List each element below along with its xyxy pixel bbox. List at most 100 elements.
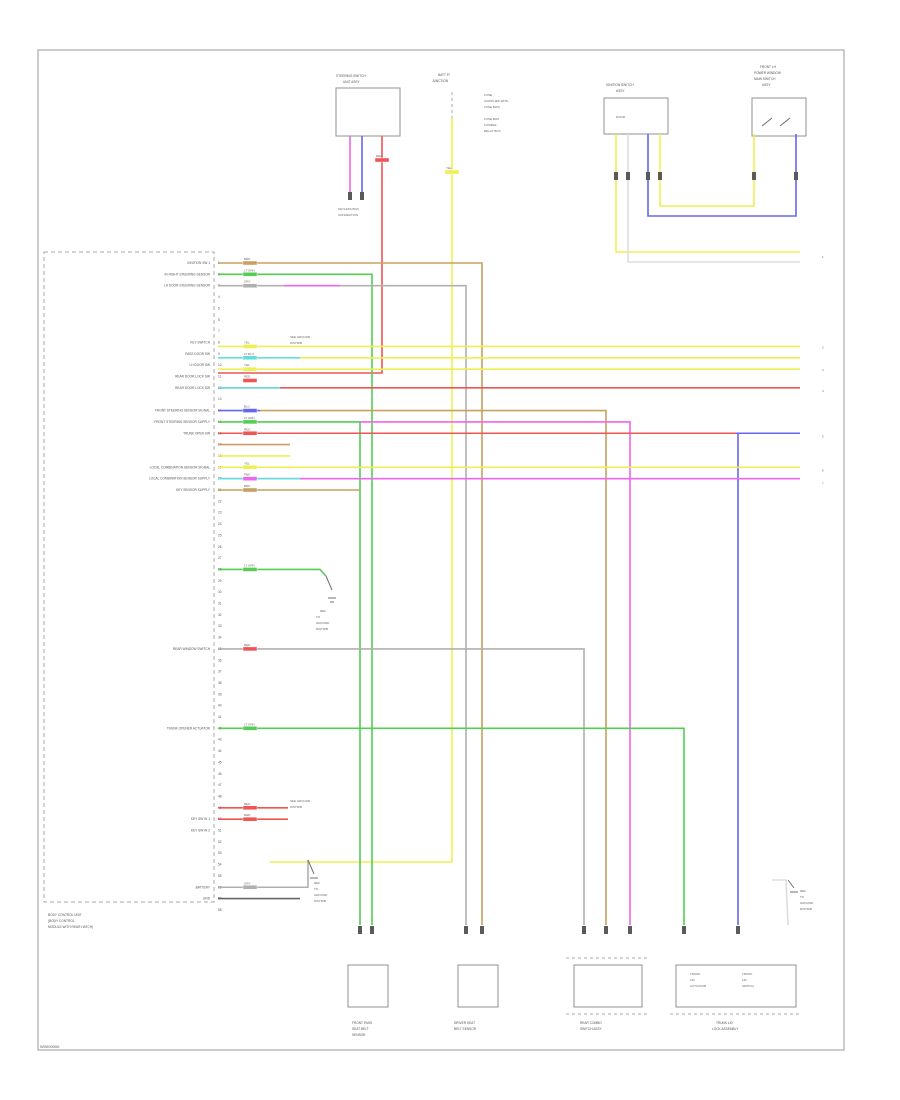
svg-text:DRIVER SEAT: DRIVER SEAT [454, 1021, 475, 1025]
steering-switch-unit [335, 87, 401, 137]
connector-terminal [358, 926, 362, 934]
svg-text:TO: TO [316, 615, 321, 619]
wire-rear-window-switch [218, 648, 585, 925]
bcm-pin-code: 27 [218, 556, 222, 560]
ignition-switch-caption: IGNITION SWITCH ASSY [606, 83, 634, 93]
bcm-pin-code: 52 [218, 840, 222, 844]
wire-color-label: RED [244, 643, 251, 647]
svg-text:DISTRIB: DISTRIB [316, 627, 328, 631]
bcm-pin-code: 29 [218, 579, 222, 583]
bcm-pin-code: 24 [218, 522, 222, 526]
splice-note-upper: SEE GROUND DISTRIB [290, 335, 311, 345]
bcm-pin-code: 55 [218, 874, 222, 878]
key-slot-caption: KEYLESS BOX CONNECTION [338, 207, 359, 217]
svg-text:STEERING SWITCH: STEERING SWITCH [336, 74, 366, 78]
wire-color-label: LT GRN [244, 416, 255, 420]
bcm-pin-label: IN RIGHT STEERING SENSOR [165, 272, 211, 276]
wire-color-label: PNK [244, 473, 250, 477]
steering-switch-caption: STEERING SWITCH UNIT ASSY [336, 74, 366, 84]
wire-color-tag [242, 283, 258, 288]
wire-color-tag [242, 366, 258, 372]
trunk-lid-caption: TRUNK LID LOCK ASSEMBLY [712, 1021, 739, 1031]
bcm-pin-label: BATTERY [196, 885, 211, 889]
bcm-pin-code: 54 [218, 863, 222, 867]
wire-ground-green [218, 568, 327, 577]
svg-text:FRONT LH: FRONT LH [760, 65, 777, 69]
connector-terminal [752, 172, 756, 180]
svg-text:BATT P/: BATT P/ [438, 73, 450, 77]
svg-text:POWER WINDOW: POWER WINDOW [754, 71, 781, 75]
bcm-pin-code: 58 [218, 908, 222, 912]
wire-color-label: RED [376, 154, 383, 158]
svg-text:(SUPPLIED WITH: (SUPPLIED WITH [484, 99, 508, 103]
wire-color-label: YEL [446, 166, 452, 170]
ground-ref-trunk: REF TO GROUND DISTRIB [800, 889, 814, 911]
ground-symbol-mid [325, 575, 336, 603]
connector-terminal [464, 926, 468, 934]
wire-steering-red [218, 136, 383, 374]
connector-terminal [794, 172, 798, 180]
edge-ref-marker: 2 [822, 345, 824, 349]
power-window-switch-symbol [761, 117, 791, 127]
bcm-pin-code: 36 [218, 658, 222, 662]
fuse-notes: FUSE (SUPPLIED WITH FUSE BOX) FUSE BOX F… [484, 93, 508, 133]
wire-color-label: LT GRN [244, 722, 255, 726]
rear-combination-switch [573, 964, 643, 1008]
wire-color-tag [242, 646, 258, 652]
wire-front-sensor-supply [218, 421, 361, 925]
svg-text:LOCK ASSEMBLY: LOCK ASSEMBLY [712, 1027, 739, 1031]
wire-color-label: BLU [244, 405, 250, 409]
svg-text:SEE GROUND: SEE GROUND [290, 799, 311, 803]
bcm-pin-label: KEY SWITCH [190, 340, 210, 344]
bcm-pin-label: TRUNK OPEN SW [183, 431, 210, 435]
bcm-pin-code: 32 [218, 613, 222, 617]
svg-text:ASSY: ASSY [616, 89, 625, 93]
wire-color-label: BRN [244, 484, 250, 488]
bcm-pin-code: 44 [218, 749, 222, 753]
connector-terminal [626, 172, 630, 180]
wire-color-tag [242, 408, 258, 413]
wire-color-tag [242, 567, 258, 572]
bcm-pin-label: LH DOOR STEERING SENSOR [164, 284, 211, 288]
wire-ign-loop-blue [647, 134, 797, 217]
bcm-pin-label: LOCAL COMBINATION SENSOR SUPPLY [149, 477, 211, 481]
svg-text:BODY CONTROL UNIT: BODY CONTROL UNIT [48, 913, 82, 917]
wire-color-tag [242, 355, 258, 360]
wire-color-tag [242, 465, 258, 470]
bcm-pin-label: KEY SENSOR SUPPLY [176, 488, 211, 492]
ground-ref-mid: REF TO GROUND DISTRIB [316, 609, 330, 631]
edge-ref-marker: 1 [822, 255, 824, 259]
rear-combination-switch-outline [566, 957, 650, 1015]
wire-color-label: BRN [244, 257, 250, 261]
edge-ref-marker: 7 [822, 482, 824, 486]
trunk-lid-switch-caption: TRUNK LID SWITCH [742, 972, 754, 988]
connector-terminal [628, 926, 632, 934]
svg-text:GROUND: GROUND [314, 893, 328, 897]
svg-text:SEE GROUND: SEE GROUND [290, 335, 311, 339]
svg-text:ACTUATOR: ACTUATOR [690, 984, 707, 988]
svg-text:ASSY: ASSY [762, 83, 771, 87]
wire-front-sensor-supply-pink [360, 421, 631, 925]
svg-text:REF: REF [314, 881, 320, 885]
bcm-pin-code: 51 [218, 829, 222, 833]
wire-color-tag [444, 169, 460, 175]
body-control-unit-caption: BODY CONTROL UNIT (BODY CONTROL MODULE W… [48, 913, 93, 929]
bcm-pin-code: 23 [218, 511, 222, 515]
battery-fuse-caption: BATT P/ JUNCTION [432, 73, 450, 83]
passenger-seat-belt-sensor [347, 964, 389, 1008]
svg-text:MAIN SWITCH: MAIN SWITCH [754, 77, 776, 81]
edge-ref-marker: 6 [822, 468, 824, 472]
power-window-caption: FRONT LH POWER WINDOW MAIN SWITCH ASSY [754, 65, 781, 87]
bcm-pin-code: 7 [218, 329, 220, 333]
bcm-pin-code: 43 [218, 738, 222, 742]
connector-terminal [348, 192, 352, 200]
svg-text:TRUNK: TRUNK [742, 972, 752, 976]
svg-text:JUNCTION: JUNCTION [432, 79, 449, 83]
footer-code: W0000000 [40, 1044, 60, 1049]
bcm-pin-label: KEY SW IN 2 [191, 829, 210, 833]
connector-terminal [614, 172, 618, 180]
wire-front-sensor-signal [260, 409, 607, 925]
bcm-pin-code: 34 [218, 636, 222, 640]
